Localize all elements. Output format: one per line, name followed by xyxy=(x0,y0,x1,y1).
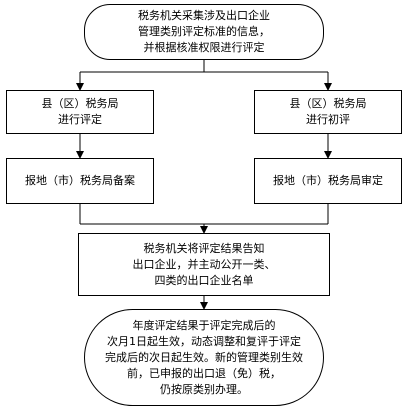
start-node-text: 税务机关采集涉及出口企业 管理类别评定标准的信息， 并根据核准权限进行评定 xyxy=(138,9,270,54)
notify-node: 税务机关将评定结果告知 出口企业，并主动公开一类、 四类的出口企业名单 xyxy=(78,233,330,296)
city-right-node: 报地（市）税务局审定 xyxy=(254,158,402,204)
city-left-node: 报地（市）税务局备案 xyxy=(6,158,154,204)
county-left-text: 县（区）税务局 进行评定 xyxy=(41,97,119,126)
city-left-text: 报地（市）税务局备案 xyxy=(25,174,135,187)
city-right-text: 报地（市）税务局审定 xyxy=(273,174,383,187)
end-node-text: 年度评定结果于评定完成后的 次月1日起生效，动态调整和复评于评定 完成后的次日起… xyxy=(105,318,303,396)
start-node: 税务机关采集涉及出口企业 管理类别评定标准的信息， 并根据核准权限进行评定 xyxy=(84,4,324,60)
end-node: 年度评定结果于评定完成后的 次月1日起生效，动态调整和复评于评定 完成后的次日起… xyxy=(84,309,324,406)
county-right-node: 县（区）税务局 进行初评 xyxy=(254,90,402,134)
notify-node-text: 税务机关将评定结果告知 出口企业，并主动公开一类、 四类的出口企业名单 xyxy=(132,241,276,287)
county-right-text: 县（区）税务局 进行初评 xyxy=(289,97,367,126)
county-left-node: 县（区）税务局 进行评定 xyxy=(6,90,154,134)
